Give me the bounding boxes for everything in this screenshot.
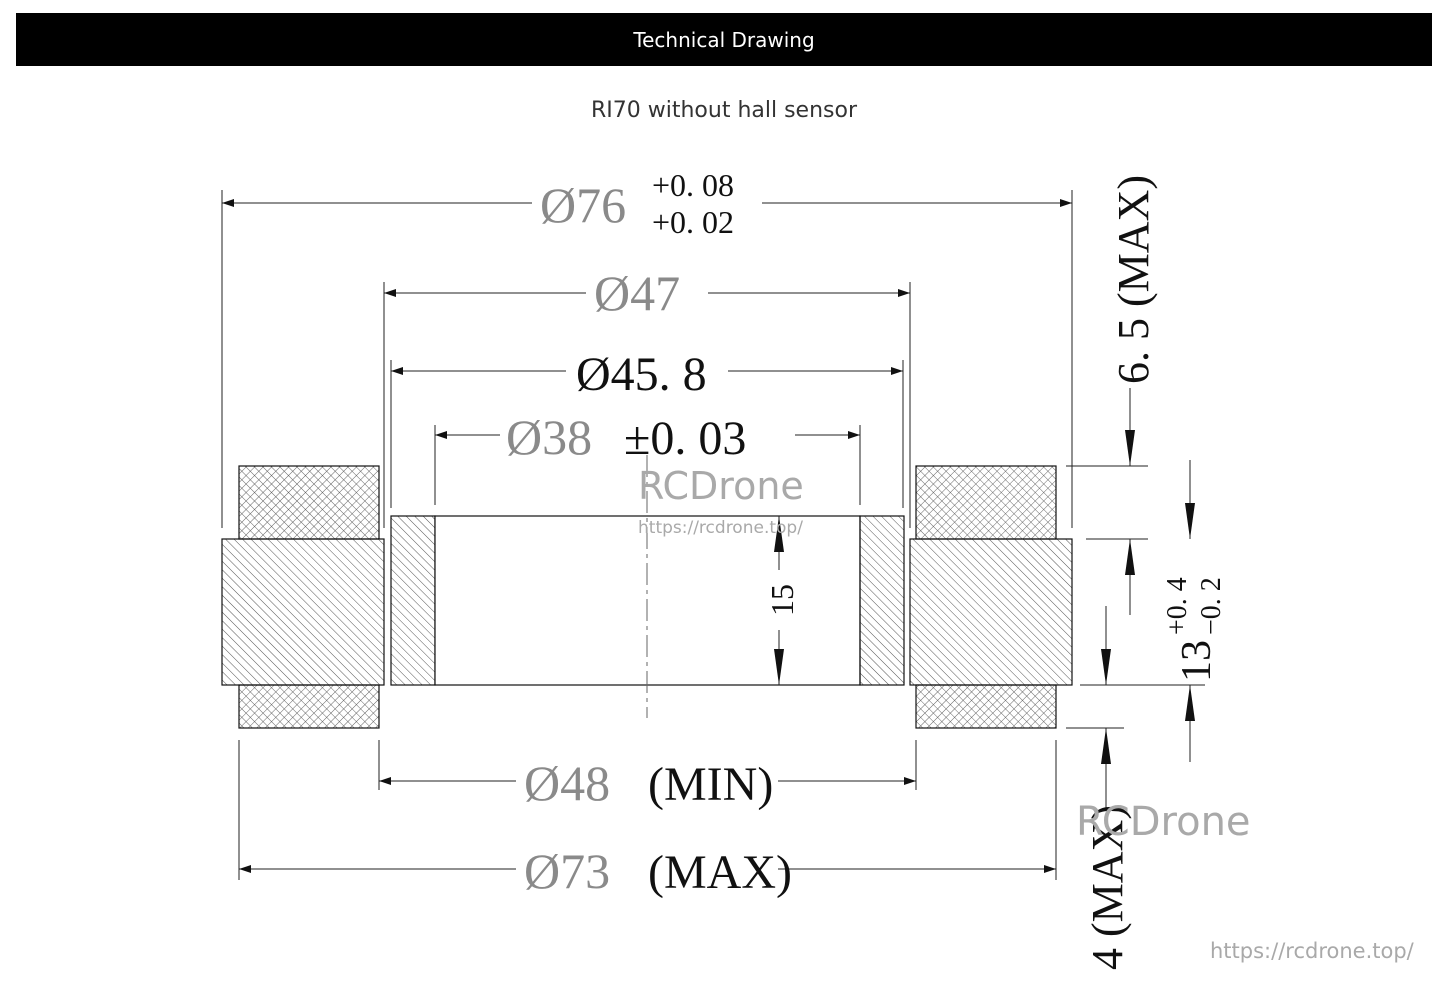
dim-h13-tol-upper: +0. 4 (1162, 577, 1193, 635)
extension-lines (221, 190, 1205, 880)
drawing-subtitle: RI70 without hall sensor (590, 98, 857, 123)
dim-d48: Ø48 (524, 755, 610, 811)
part-body (221, 465, 1073, 729)
watermark-url-center: https://rcdrone.top/ (638, 518, 803, 538)
left-lower-ring (238, 684, 380, 729)
dim-d48-note: (MIN) (648, 758, 773, 811)
dim-d73-note: (MAX) (648, 846, 792, 899)
left-inner-wall (390, 515, 436, 686)
dim-h15: 15 (764, 584, 800, 616)
watermark-brand-bottom: RCDrone (1076, 799, 1251, 845)
dim-d45-8: Ø45. 8 (576, 348, 707, 401)
header-bar: Technical Drawing (16, 13, 1432, 66)
dim-d73: Ø73 (524, 843, 610, 899)
watermark-url-bottom: https://rcdrone.top/ (1210, 939, 1415, 963)
right-upper-ring (915, 465, 1057, 540)
dim-h13-tol-lower: −0. 2 (1196, 577, 1227, 635)
dim-d47: Ø47 (594, 265, 680, 321)
watermark-brand-center: RCDrone (638, 464, 804, 508)
dim-d38: Ø38 (506, 409, 592, 465)
dim-h4: 4 (MAX) (1083, 805, 1132, 970)
left-outer-block (221, 538, 385, 686)
dim-d76: Ø76 (540, 177, 626, 233)
dim-d76-tol-upper: +0. 08 (652, 167, 734, 203)
right-inner-wall (859, 515, 905, 686)
right-outer-block (909, 538, 1073, 686)
dim-h13: 13 (1174, 640, 1220, 682)
dim-d76-tol-lower: +0. 02 (652, 204, 734, 240)
dimension-lines (222, 199, 1195, 873)
dim-d38-tol: ±0. 03 (624, 412, 746, 465)
header-title: Technical Drawing (633, 27, 815, 52)
left-upper-ring (238, 465, 380, 540)
right-lower-ring (915, 684, 1057, 729)
dim-h6-5: 6. 5 (MAX) (1109, 175, 1158, 384)
